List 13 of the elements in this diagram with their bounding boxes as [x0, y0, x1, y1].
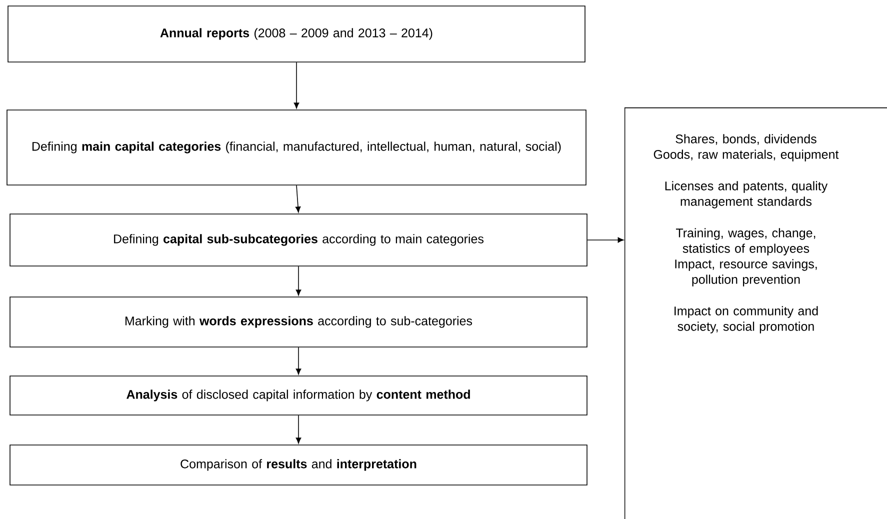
process-box: Analysis of disclosed capital information by content method [10, 376, 588, 416]
arrow [295, 184, 301, 213]
arrow [294, 62, 300, 109]
bracket-box: Shares, bonds, dividends Goods, raw materials, equipment Licenses and patents, quality management standards Training, wages, change, statistics of employees Impact, resource savings, pollution prevention Impact on community and society, social promotion [624, 107, 887, 519]
arrow [296, 266, 302, 296]
arrow [296, 346, 302, 375]
process-box: Marking with words expressions according to sub-categories [10, 296, 588, 348]
process-box: Defining main capital categories (financial, manufactured, intellectual, human, natural, social) [6, 110, 586, 186]
arrow [296, 415, 302, 444]
process-box: Defining capital sub-subcategories according to main categories [10, 214, 588, 266]
process-box: Annual reports (2008 – 2009 and 2013 – 2014) [8, 6, 586, 62]
process-box: Comparison of results and interpretation [10, 444, 588, 486]
arrow [587, 237, 624, 243]
